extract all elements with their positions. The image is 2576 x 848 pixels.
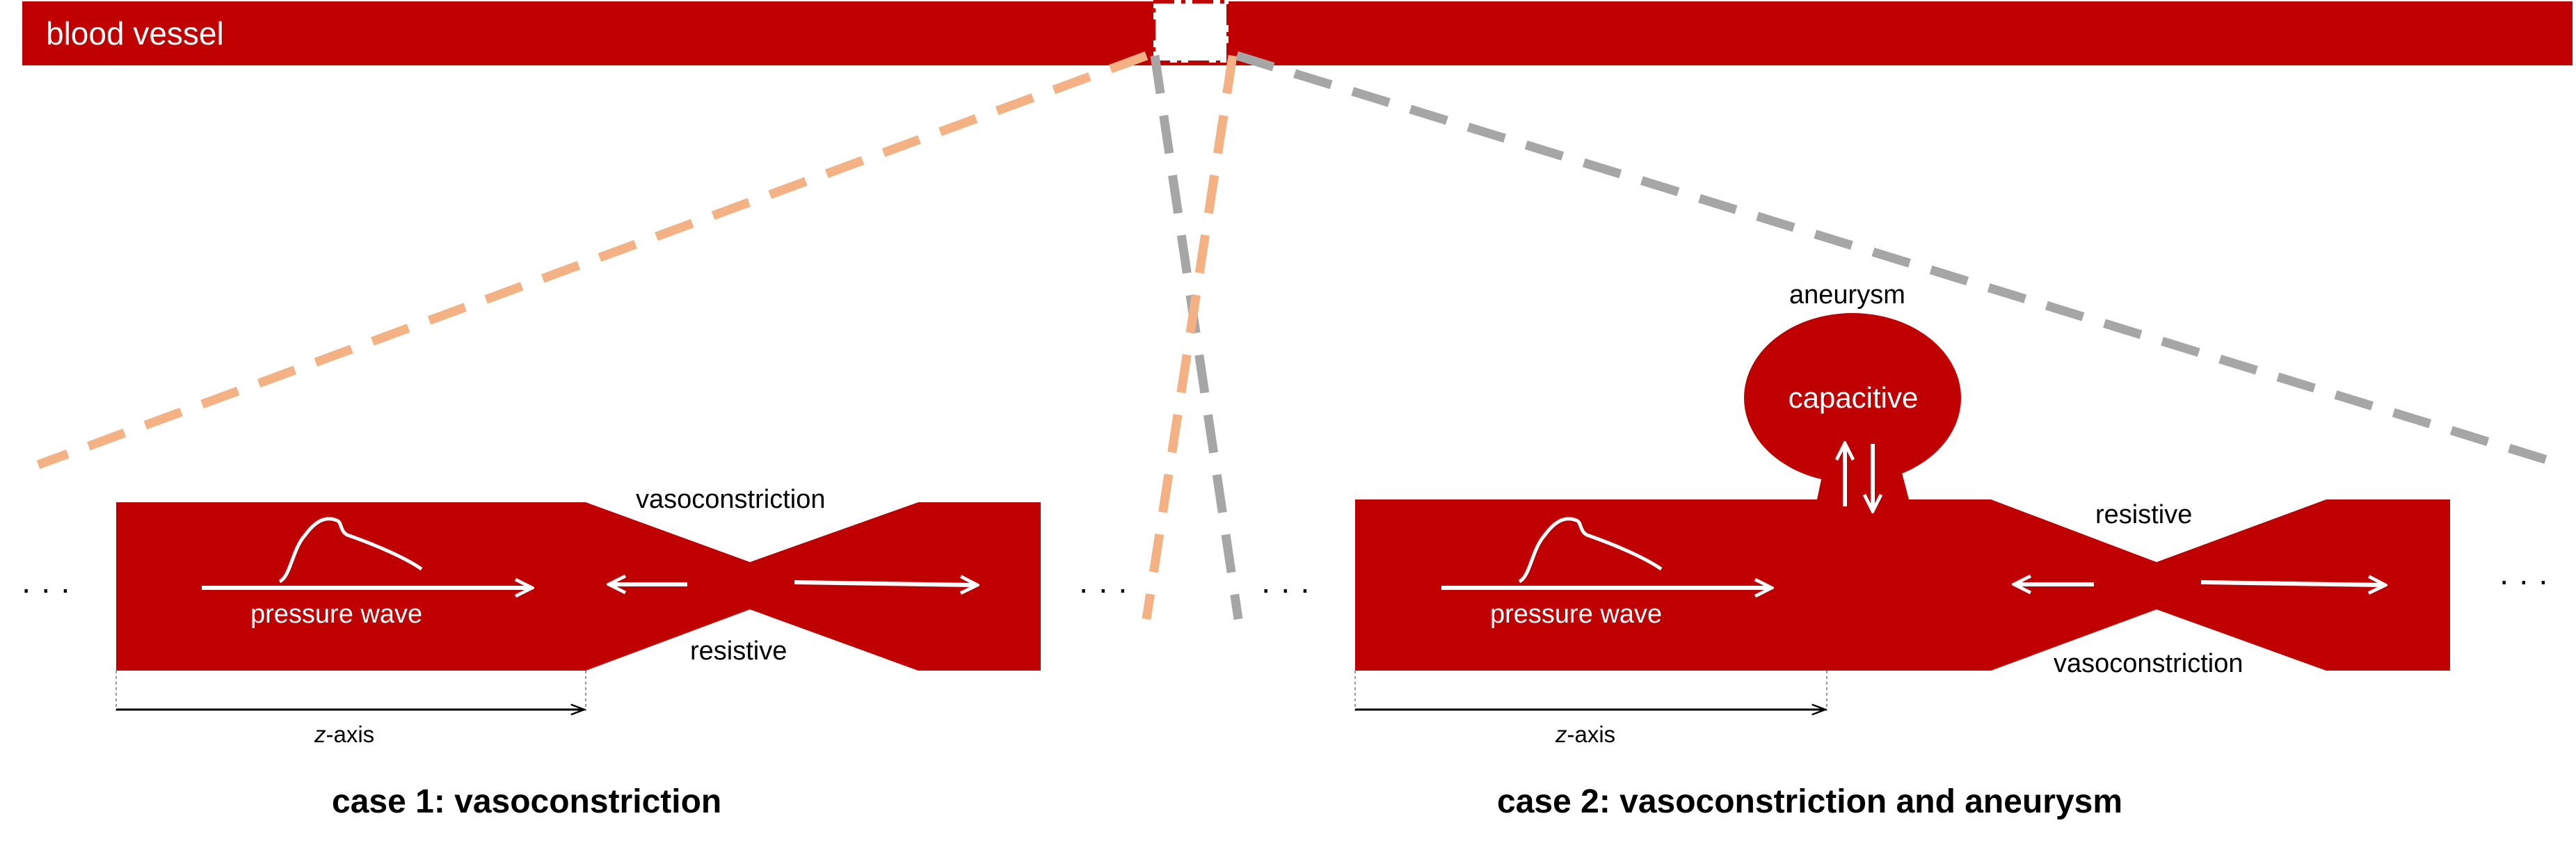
case2-aneurysm-junction xyxy=(1827,499,1991,671)
case1-z-axis-label: z-axis xyxy=(314,721,374,747)
case2-aneurysm-label: aneurysm xyxy=(1789,280,1905,310)
case2-constriction xyxy=(1991,499,2326,671)
blood-vessel-label: blood vessel xyxy=(46,15,224,51)
case1-pressure-wave-curve xyxy=(278,517,423,584)
zoom-line-gray-left xyxy=(1150,55,1243,620)
case2-aneurysm-sac xyxy=(1744,313,1961,483)
case1-constriction-top-label: vasoconstriction xyxy=(636,485,825,514)
zoom-box xyxy=(1151,0,1231,65)
case1-flow-arrow-right xyxy=(794,582,975,585)
case1-ellipsis-left: · · · xyxy=(21,570,71,607)
case1-wave-label: pressure wave xyxy=(250,600,422,629)
case2-constriction-top-label: resistive xyxy=(2095,500,2192,529)
case2-aneurysm-inner-label: capacitive xyxy=(1789,381,1919,414)
case1-ellipsis-right: · · · xyxy=(1078,570,1128,607)
case2-constriction-bottom-label: vasoconstriction xyxy=(2054,649,2243,678)
case1-title: case 1: vasoconstriction xyxy=(332,783,721,820)
case1-constriction xyxy=(586,502,918,671)
case2-title: case 2: vasoconstriction and aneurysm xyxy=(1497,783,2122,820)
case1-constriction-bottom-label: resistive xyxy=(690,637,787,666)
case2-ellipsis-right: · · · xyxy=(2499,562,2549,598)
case2-pressure-wave-curve xyxy=(1518,517,1663,584)
case2-wave-label: pressure wave xyxy=(1490,600,1662,629)
zoom-line-gray-right xyxy=(1235,51,2568,471)
case2-ellipsis-left: · · · xyxy=(1261,570,1311,607)
case2-vessel-segment xyxy=(1355,499,1827,671)
blood-vessel-bar xyxy=(22,1,2573,65)
case2-z-axis-label: z-axis xyxy=(1555,721,1615,747)
zoom-line-orange-right xyxy=(1142,55,1238,620)
zoom-line-orange-left xyxy=(36,51,1149,470)
case2-flow-arrow-right xyxy=(2200,582,2383,585)
